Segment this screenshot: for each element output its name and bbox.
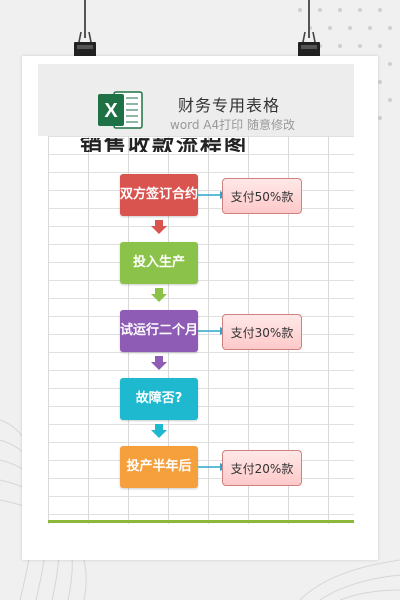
sheet-title-clipped: 销售收款流程图 (80, 138, 320, 152)
payment-note-30: 支付30%款 (222, 314, 302, 350)
hanging-string-right (308, 0, 310, 38)
arrow-down-purple-icon (151, 356, 167, 370)
sheet-title: 销售收款流程图 (80, 138, 249, 152)
payment-note-50: 支付50%款 (222, 178, 302, 214)
hanging-string-left (84, 0, 86, 38)
excel-logo-letter: X (104, 100, 118, 122)
arrow-down-red-icon (151, 220, 167, 234)
page-subtitle: word A4打印 随意修改 (170, 118, 295, 132)
payment-note-20: 支付20%款 (222, 450, 302, 486)
flow-step-half-year: 投产半年后 (120, 446, 198, 488)
poster-card: X 财务专用表格 word A4打印 随意修改 销售收款流程图 双方签订合约 投… (22, 56, 378, 560)
excel-icon: X (98, 91, 143, 129)
arrow-down-green-icon (151, 288, 167, 302)
page-title: 财务专用表格 (178, 96, 281, 115)
arrow-down-cyan-icon (151, 424, 167, 438)
header-band: X 财务专用表格 word A4打印 随意修改 (38, 64, 354, 136)
footer-green-rule (48, 520, 354, 523)
flow-step-trial-run: 试运行二个月 (120, 310, 198, 352)
flow-step-fault-check: 故障否? (120, 378, 198, 420)
flow-step-sign-contract: 双方签订合约 (120, 174, 198, 216)
spreadsheet-grid (48, 136, 354, 524)
flow-step-production: 投入生产 (120, 242, 198, 284)
